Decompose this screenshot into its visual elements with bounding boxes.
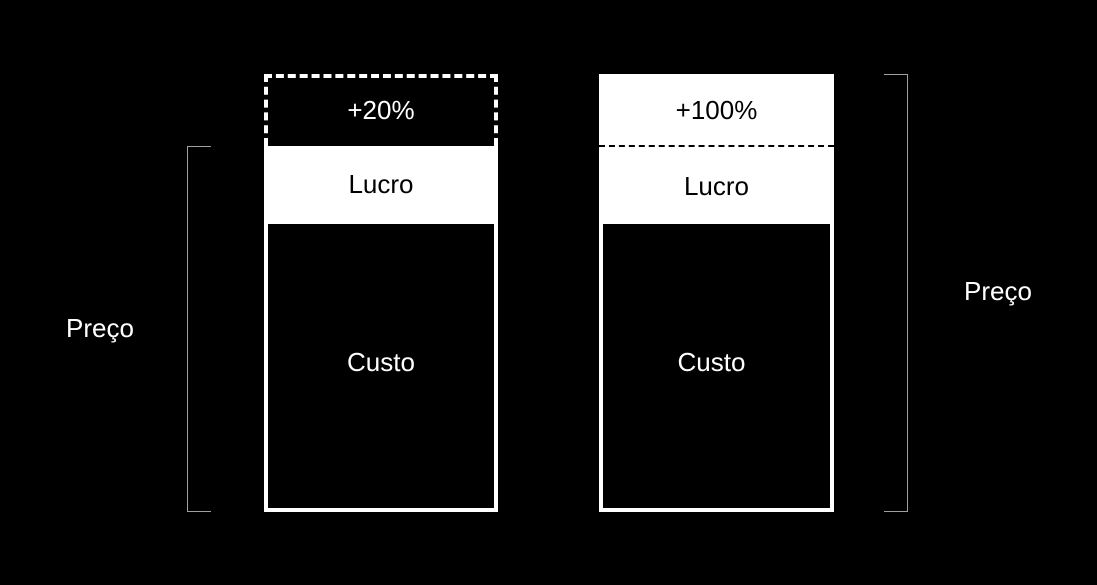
right-dashed-divider	[599, 145, 834, 147]
left-profit-box	[264, 146, 498, 222]
left-markup-label: +20%	[347, 94, 415, 125]
right-cost-box	[599, 222, 834, 512]
right-profit-box	[599, 146, 834, 222]
left-cost-label: Custo	[347, 346, 415, 377]
right-markup-label: +100%	[675, 94, 758, 125]
left-profit-label: Lucro	[348, 168, 414, 199]
left-price-bracket	[187, 146, 211, 512]
left-price-label: Preço	[66, 312, 134, 343]
left-markup-box	[264, 74, 498, 146]
right-cost-label: Custo	[677, 346, 746, 377]
right-price-label: Preço	[964, 275, 1032, 306]
right-price-bracket	[884, 74, 908, 512]
left-cost-box	[264, 222, 498, 512]
right-markup-box	[599, 74, 834, 146]
right-profit-label: Lucro	[683, 170, 750, 201]
